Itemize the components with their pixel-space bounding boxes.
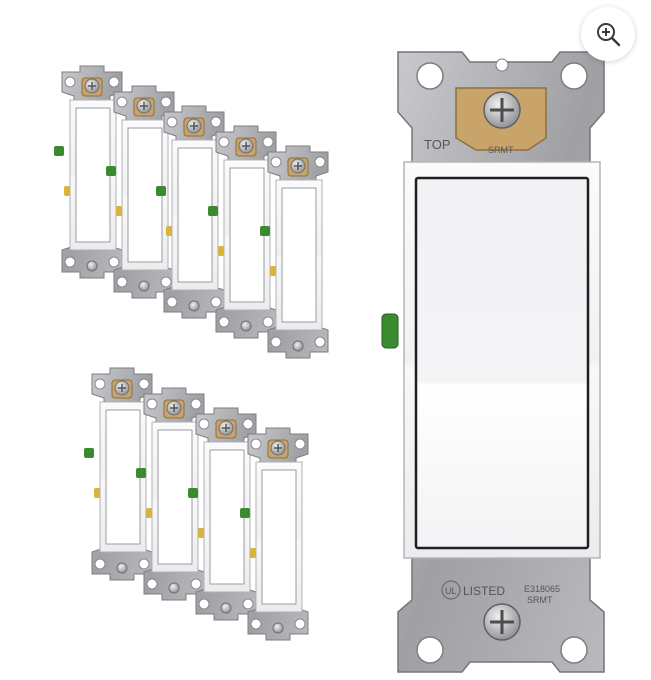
ul-mark: UL (445, 586, 457, 596)
zoom-button[interactable] (581, 7, 635, 61)
switch-row-top (53, 65, 329, 359)
listed-marking: LISTED (463, 584, 505, 598)
file-number-marking: E318065 (524, 584, 560, 594)
large-switch: TOP SRMT UL LISTED E318065 SRMT (381, 51, 605, 673)
model-marking-bottom: SRMT (527, 595, 553, 605)
zoom-in-icon (597, 23, 621, 47)
switch-row-bottom (83, 367, 309, 641)
top-marking: TOP (424, 137, 451, 152)
model-marking-top: SRMT (488, 145, 514, 155)
